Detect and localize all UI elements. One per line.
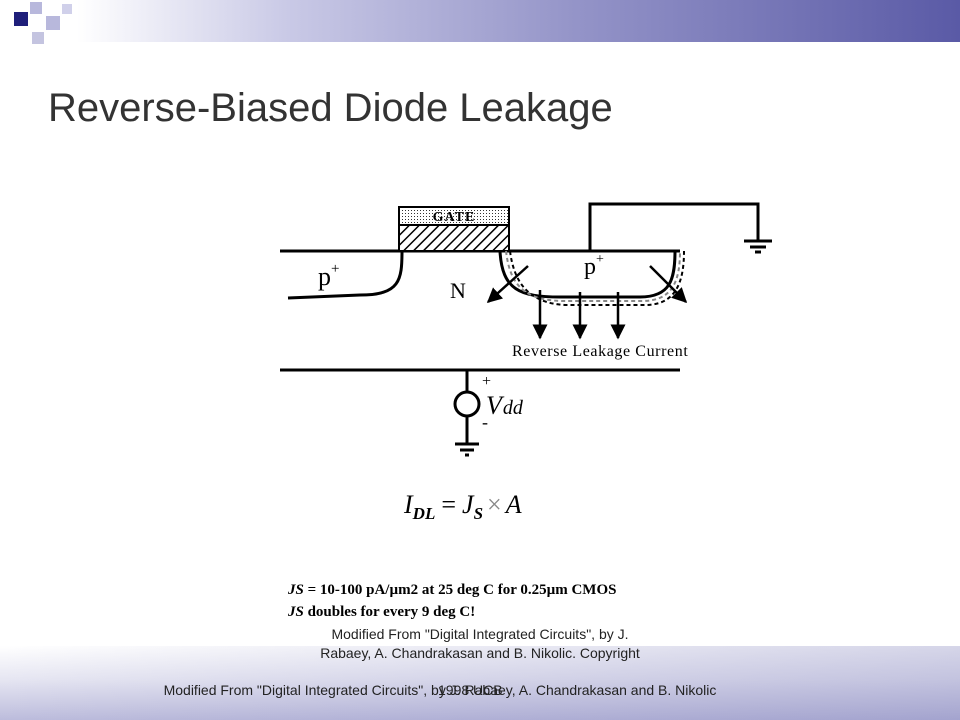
minus-sign: - <box>482 412 488 432</box>
footer-text: Modified From "Digital Integrated Circui… <box>0 682 880 698</box>
footer-source: Modified From "Digital Integrated Circui… <box>163 682 717 698</box>
note-line-2: JS doubles for every 9 deg C! <box>288 604 475 621</box>
deco-square-light <box>62 4 72 14</box>
drain-ground-wire <box>588 202 760 251</box>
gate-label: GATE <box>433 210 476 225</box>
gate-oxide <box>398 224 510 252</box>
left-p-label: p+ <box>318 261 339 291</box>
footer-year: 1998 UCB <box>438 682 503 698</box>
leak-arrow-left <box>486 265 529 304</box>
deco-square-light <box>30 2 42 14</box>
n-region-label: N <box>450 278 466 303</box>
note-line-1: JS = 10-100 pA/µm2 at 25 deg C for 0.25µ… <box>288 582 616 599</box>
slide-title: Reverse-Biased Diode Leakage <box>48 86 613 130</box>
leak-arrow-right <box>649 265 688 304</box>
plus-sign: + <box>482 373 491 390</box>
formula-area: A <box>505 490 522 519</box>
footer-gradient-band <box>0 646 960 720</box>
formula-equals: = <box>441 490 457 519</box>
right-p-label: p+ <box>584 252 604 280</box>
header-gradient-band <box>0 0 960 42</box>
formula-j: J <box>462 490 474 519</box>
right-p-plus-region <box>498 250 677 299</box>
deco-square-light <box>46 16 60 30</box>
vdd-label: Vdd <box>486 391 524 420</box>
note-2-var: JS <box>288 604 304 620</box>
note-1-var: JS <box>288 582 304 598</box>
left-p-plus-region <box>287 250 404 300</box>
leakage-formula: IDL =JS×A <box>404 490 522 523</box>
formula-times: × <box>487 490 502 519</box>
depletion-boundary-inner <box>505 250 681 302</box>
credit-text: Modified From "Digital Integrated Circui… <box>320 626 640 661</box>
note-2-text: doubles for every 9 deg C! <box>303 604 476 620</box>
deco-square-navy <box>14 12 28 26</box>
note-1-text: = 10-100 pA/µm2 at 25 deg C for 0.25µm C… <box>303 582 617 598</box>
formula-i: I <box>404 490 413 519</box>
formula-i-sub: DL <box>412 504 436 523</box>
deco-square-light <box>32 32 44 44</box>
vdd-source <box>453 390 481 418</box>
current-label: Reverse Leakage Current <box>512 343 688 360</box>
formula-j-sub: S <box>473 504 484 523</box>
